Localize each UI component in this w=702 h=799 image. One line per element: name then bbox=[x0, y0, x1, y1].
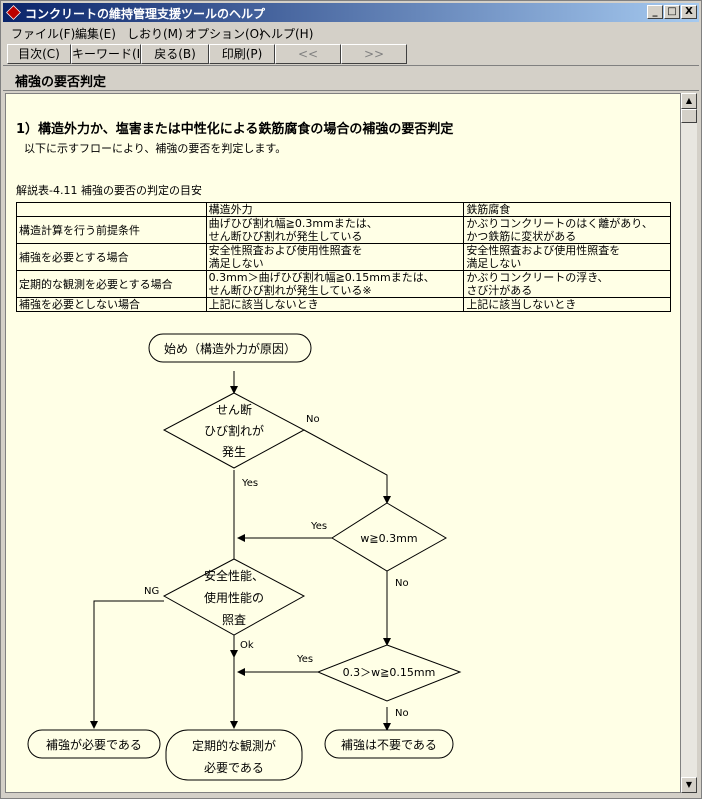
cell-line: さび汁がある bbox=[466, 284, 533, 297]
cell-line: せん断ひび割れが発生している bbox=[208, 230, 363, 243]
flow-decision-w015 bbox=[316, 644, 462, 702]
flow-decision-safety-label: 安全性能、 bbox=[204, 568, 264, 583]
page-title: 補強の要否判定 bbox=[15, 75, 107, 90]
flow-label-ok: Ok bbox=[240, 640, 254, 651]
flow-decision-shear-label: せん断 bbox=[216, 402, 252, 417]
help-content[interactable]: 1）構造外力か、塩害または中性化による鉄筋腐食の場合の補強の要否判定 以下に示す… bbox=[5, 93, 681, 793]
table-cell: 上記に該当しないとき bbox=[205, 297, 465, 312]
cell-line: 満足しない bbox=[208, 257, 264, 270]
menu-options[interactable]: オプション(O) bbox=[185, 27, 264, 41]
contents-button[interactable]: 目次(C) bbox=[7, 44, 71, 64]
flow-decision-shear-label: 発生 bbox=[222, 445, 246, 459]
flow-end-not-required bbox=[324, 729, 454, 759]
print-button[interactable]: 印刷(P) bbox=[209, 44, 275, 64]
flow-label-yes: Yes bbox=[310, 521, 327, 532]
flow-label-ng: NG bbox=[144, 586, 159, 597]
table-row: 補強を必要とする場合 安全性照査および使用性照査を満足しない 安全性照査および使… bbox=[16, 243, 671, 271]
cell-line: せん断ひび割れが発生している※ bbox=[208, 284, 372, 297]
flow-label-yes: Yes bbox=[241, 478, 258, 489]
table-header-cell bbox=[16, 202, 207, 217]
table-cell: 安全性照査および使用性照査を満足しない bbox=[205, 243, 465, 271]
flowchart: 始め（構造外力が原因） せん断 ひび割れが 発生 No Yes w≧0.3mm … bbox=[27, 333, 462, 781]
flow-decision-w03-label: w≧0.3mm bbox=[360, 532, 417, 545]
flow-start-label: 始め（構造外力が原因） bbox=[164, 341, 296, 356]
table-cell: 安全性照査および使用性照査を満足しない bbox=[463, 243, 671, 271]
topic-heading-bar: 補強の要否判定 bbox=[3, 65, 699, 91]
cell-line: 曲げひび割れ幅≧0.3mmまたは、 bbox=[208, 217, 378, 230]
cell-line: 上記に該当しないとき bbox=[208, 298, 319, 311]
close-button[interactable]: X bbox=[681, 5, 697, 19]
cell-line: 0.3mm＞曲げひび割れ幅≧0.15mmまたは、 bbox=[208, 271, 435, 284]
flow-end-observe bbox=[165, 729, 303, 781]
toolbar: 目次(C) キーワード(I) 戻る(B) 印刷(P) << >> bbox=[3, 43, 699, 65]
flow-end-not-required-label: 補強は不要である bbox=[341, 738, 437, 752]
cell-line: 満足しない bbox=[466, 257, 522, 270]
title-bar[interactable]: コンクリートの維持管理支援ツールのヘルプ _ □ X bbox=[3, 3, 699, 22]
flow-end-observe-label: 必要である bbox=[204, 761, 264, 775]
prev-topic-button[interactable]: << bbox=[275, 44, 341, 64]
cell-line: かつ鉄筋に変状がある bbox=[466, 230, 577, 243]
minimize-button[interactable]: _ bbox=[647, 5, 663, 19]
flow-decision-w015-label: 0.3＞w≧0.15mm bbox=[343, 666, 436, 679]
cell-line: 安全性照査および使用性照査を bbox=[466, 244, 621, 257]
flow-label-no: No bbox=[395, 708, 409, 719]
table-cell: 0.3mm＞曲げひび割れ幅≧0.15mmまたは、せん断ひび割れが発生している※ bbox=[205, 270, 465, 298]
cell-line: かぶりコンクリートの浮き、 bbox=[466, 271, 609, 284]
flow-start-node bbox=[148, 333, 312, 363]
table-row: 補強を必要としない場合 上記に該当しないとき 上記に該当しないとき bbox=[16, 297, 671, 312]
menu-help[interactable]: ヘルプ(H) bbox=[259, 27, 314, 41]
table-row-label: 補強を必要とする場合 bbox=[16, 243, 207, 271]
keyword-button[interactable]: キーワード(I) bbox=[71, 44, 145, 64]
flow-arrow bbox=[90, 600, 164, 729]
menu-edit[interactable]: 編集(E) bbox=[75, 27, 116, 41]
flow-decision-w03 bbox=[331, 502, 448, 572]
flow-decision-shear-label: ひび割れが bbox=[204, 423, 264, 438]
flow-label-yes: Yes bbox=[296, 654, 313, 665]
table-row: 定期的な観測を必要とする場合 0.3mm＞曲げひび割れ幅≧0.15mmまたは、せ… bbox=[16, 270, 671, 298]
window-title: コンクリートの維持管理支援ツールのヘルプ bbox=[25, 7, 266, 21]
flow-decision-safety-label: 照査 bbox=[222, 613, 246, 627]
flow-arrow bbox=[303, 429, 391, 504]
flow-end-required-label: 補強が必要である bbox=[46, 737, 142, 752]
criteria-table: 構造外力 鉄筋腐食 構造計算を行う前提条件 曲げひび割れ幅≧0.3mmまたは、せ… bbox=[16, 202, 671, 312]
table-row-label: 構造計算を行う前提条件 bbox=[16, 216, 207, 244]
flow-label-no: No bbox=[306, 414, 320, 425]
table-cell: かぶりコンクリートの浮き、さび汁がある bbox=[463, 270, 671, 298]
cell-line: かぶりコンクリートのはく離があり、 bbox=[466, 217, 653, 230]
scroll-thumb[interactable] bbox=[681, 109, 697, 123]
table-caption: 解説表-4.11 補強の要否の判定の目安 bbox=[16, 184, 202, 197]
back-button[interactable]: 戻る(B) bbox=[141, 44, 209, 64]
table-row-label: 補強を必要としない場合 bbox=[16, 297, 207, 312]
scroll-down-arrow-icon[interactable]: ▼ bbox=[681, 777, 697, 793]
intro-text: 以下に示すフローにより、補強の要否を判定します。 bbox=[24, 142, 287, 155]
cell-line: 安全性照査および使用性照査を bbox=[208, 244, 363, 257]
app-icon bbox=[6, 5, 21, 20]
flow-end-required bbox=[27, 729, 161, 759]
table-cell: 曲げひび割れ幅≧0.3mmまたは、せん断ひび割れが発生している bbox=[205, 216, 465, 244]
flow-decision-safety-label: 使用性能の bbox=[204, 590, 264, 605]
vertical-scrollbar[interactable]: ▲ ▼ bbox=[681, 93, 697, 793]
table-row: 構造計算を行う前提条件 曲げひび割れ幅≧0.3mmまたは、せん断ひび割れが発生し… bbox=[16, 216, 671, 244]
table-cell: 上記に該当しないとき bbox=[463, 297, 671, 312]
maximize-button[interactable]: □ bbox=[664, 5, 680, 19]
scroll-up-arrow-icon[interactable]: ▲ bbox=[681, 93, 697, 109]
table-cell: かぶりコンクリートのはく離があり、かつ鉄筋に変状がある bbox=[463, 216, 671, 244]
flow-label-no: No bbox=[395, 578, 409, 589]
cell-line: 上記に該当しないとき bbox=[466, 298, 577, 311]
flow-decision-shear bbox=[162, 392, 306, 469]
table-header-cell: 鉄筋腐食 bbox=[463, 202, 671, 217]
menu-bar: ファイル(F) 編集(E) しおり(M) オプション(O) ヘルプ(H) bbox=[3, 23, 699, 42]
flow-end-observe-label: 定期的な観測が bbox=[192, 738, 276, 753]
next-topic-button[interactable]: >> bbox=[341, 44, 407, 64]
flow-decision-safety bbox=[162, 558, 306, 636]
section-title: 1）構造外力か、塩害または中性化による鉄筋腐食の場合の補強の要否判定 bbox=[16, 122, 454, 137]
table-header-cell: 構造外力 bbox=[205, 202, 465, 217]
menu-bookmark[interactable]: しおり(M) bbox=[127, 27, 183, 41]
table-header-row: 構造外力 鉄筋腐食 bbox=[16, 202, 671, 217]
table-row-label: 定期的な観測を必要とする場合 bbox=[16, 270, 207, 298]
menu-file[interactable]: ファイル(F) bbox=[11, 27, 76, 41]
